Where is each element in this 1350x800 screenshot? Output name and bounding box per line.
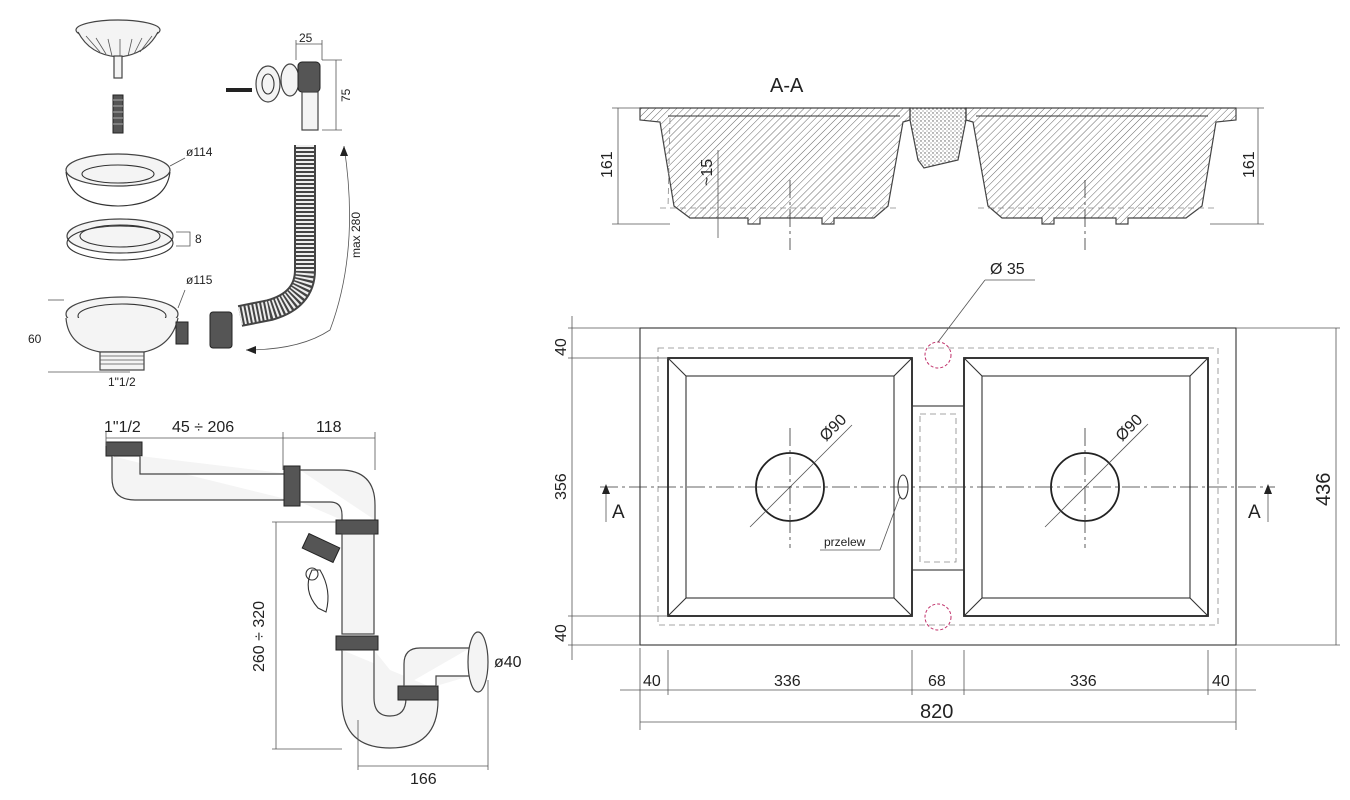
siphon bbox=[105, 441, 489, 749]
h356-label: 356 bbox=[553, 473, 570, 500]
h8-label: 8 bbox=[195, 232, 202, 246]
gasket-ring: 8 bbox=[66, 218, 202, 261]
overflow-hose: max 280 bbox=[209, 145, 363, 354]
w68-label: 68 bbox=[928, 673, 946, 690]
siphon-thread-label: 1"1/2 bbox=[104, 419, 141, 436]
w40-left-label: 40 bbox=[643, 673, 661, 690]
h161-left-label: 161 bbox=[599, 151, 616, 178]
plan-dims: 40 356 40 436 40 336 68 336 40 820 bbox=[553, 316, 1340, 730]
m40-top-label: 40 bbox=[553, 338, 570, 356]
d115-label: ø115 bbox=[186, 273, 213, 287]
range-x-label: 45 ÷ 206 bbox=[172, 419, 234, 436]
h161-right-label: 161 bbox=[1241, 151, 1258, 178]
d35-label: Ø 35 bbox=[990, 261, 1025, 278]
d40-label: ø40 bbox=[494, 654, 522, 671]
strainer-basket bbox=[75, 19, 161, 134]
flange-ring: ø114 bbox=[65, 145, 213, 207]
overflow-kit: 25 75 bbox=[226, 31, 353, 131]
w336-left-label: 336 bbox=[774, 673, 801, 690]
d90-left-label: Ø90 bbox=[817, 411, 850, 444]
w336-right-label: 336 bbox=[1070, 673, 1097, 690]
range-h-label: 260 ÷ 320 bbox=[251, 601, 268, 672]
d90-right-label: Ø90 bbox=[1113, 411, 1146, 444]
plan-view: Ø90 Ø90 Ø 35 przelew A A bbox=[600, 261, 1275, 646]
d114-label: ø114 bbox=[186, 145, 213, 159]
hose-length-label: max 280 bbox=[349, 212, 363, 258]
siphon-dims: 1"1/2 45 ÷ 206 118 260 ÷ 320 ø40 166 bbox=[104, 419, 522, 788]
cut-left-label: A bbox=[612, 502, 625, 523]
cut-right-label: A bbox=[1248, 502, 1261, 523]
w40-right-label: 40 bbox=[1212, 673, 1230, 690]
section-title: A-A bbox=[770, 75, 804, 97]
w25-label: 25 bbox=[299, 31, 313, 45]
thread-label: 1"1/2 bbox=[108, 375, 136, 389]
section-view: A-A 161 161 ~15 bbox=[599, 75, 1264, 250]
w118-label: 118 bbox=[316, 419, 342, 436]
approx15-label: ~15 bbox=[699, 159, 716, 186]
drain-body: ø115 60 1"1/2 bbox=[28, 273, 213, 389]
m40-bottom-label: 40 bbox=[553, 624, 570, 642]
w820-label: 820 bbox=[920, 701, 953, 723]
w166-label: 166 bbox=[410, 771, 437, 788]
h75-label: 75 bbox=[339, 88, 353, 102]
overflow-label: przelew bbox=[824, 535, 866, 549]
h60-label: 60 bbox=[28, 332, 42, 346]
h436-label: 436 bbox=[1313, 473, 1335, 506]
